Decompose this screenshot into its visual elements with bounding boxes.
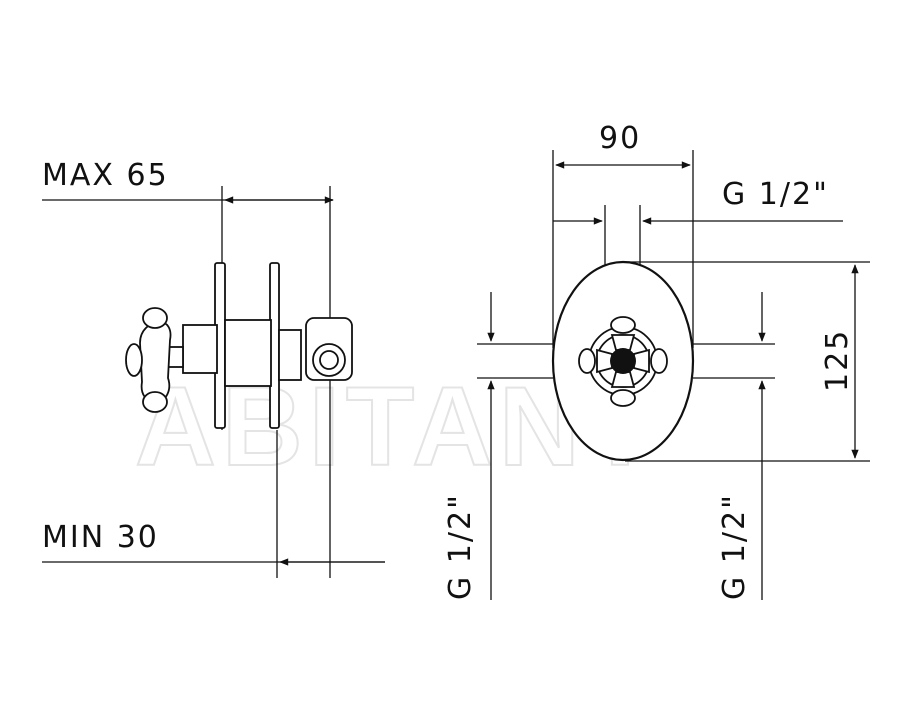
handle-arm-bottom bbox=[610, 371, 636, 388]
height-label: 125 bbox=[820, 329, 855, 392]
thread-top-label: G 1/2" bbox=[722, 177, 829, 212]
outlet-port-inner bbox=[319, 350, 339, 370]
valve-body bbox=[224, 319, 272, 387]
handle-knob-right-front bbox=[650, 348, 668, 374]
side-view: MAX 65 MIN 30 bbox=[42, 158, 385, 578]
handle-knob-left-front bbox=[578, 348, 596, 374]
handle-arm-left bbox=[596, 348, 613, 374]
min-depth-label: MIN 30 bbox=[42, 520, 159, 555]
thread-bottom-right-label: G 1/2" bbox=[717, 493, 752, 600]
handle-knob-bottom-front bbox=[610, 389, 636, 407]
handle-arm-right bbox=[633, 348, 650, 374]
handle-arm-top bbox=[610, 334, 636, 351]
width-label: 90 bbox=[599, 121, 641, 156]
handle-knob-bottom bbox=[142, 391, 168, 413]
handle-knob-top-front bbox=[610, 316, 636, 334]
handle-cap bbox=[125, 343, 143, 377]
max-depth-label: MAX 65 bbox=[42, 158, 169, 193]
rear-body bbox=[278, 329, 302, 381]
cross-handle-side bbox=[139, 321, 172, 403]
handle-center-cap bbox=[610, 348, 636, 374]
thread-bottom-left-label: G 1/2" bbox=[443, 493, 478, 600]
handle-knob-top bbox=[142, 307, 168, 329]
front-view: 90 G 1/2" 125 G 1/2" G 1/2" bbox=[443, 121, 870, 600]
spindle-sleeve bbox=[182, 324, 218, 374]
cross-handle-front bbox=[578, 316, 668, 407]
